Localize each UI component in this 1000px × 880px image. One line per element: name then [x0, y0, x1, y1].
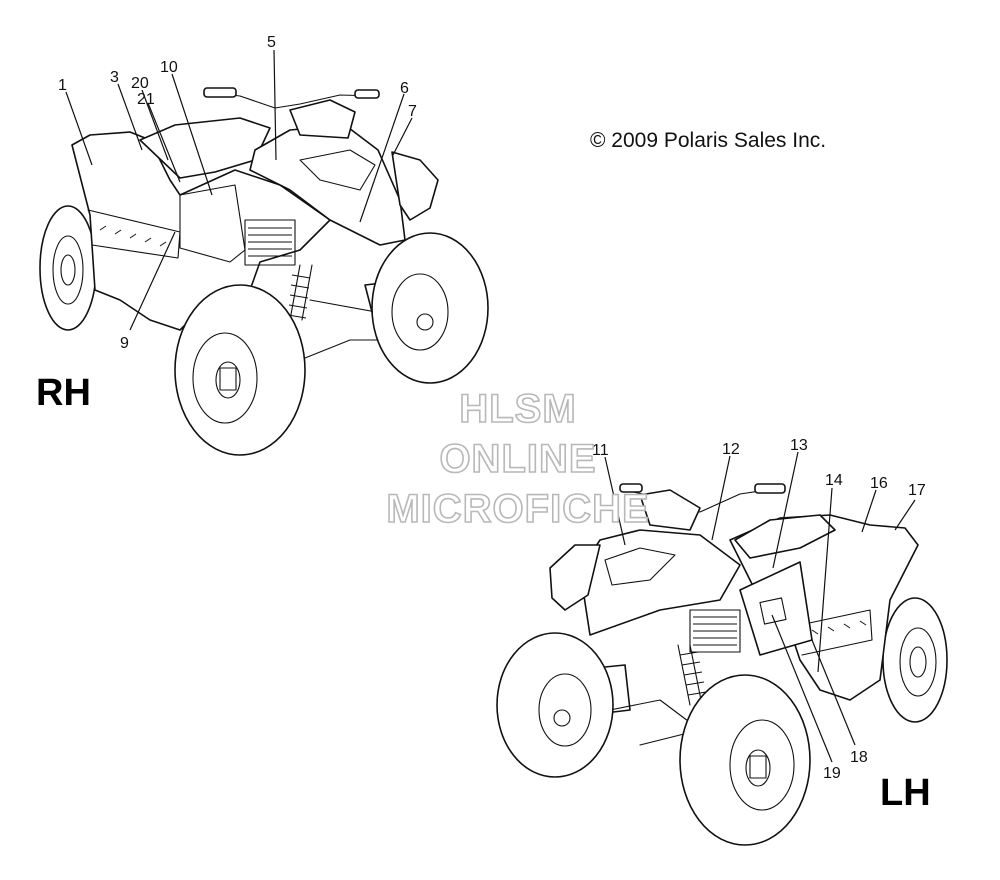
rh-front-right-wheel: [371, 232, 489, 384]
callout-12: 12: [722, 441, 740, 458]
rh-side-panel: [179, 184, 246, 263]
leader-lines: [65, 49, 916, 763]
lh-engine: [689, 609, 741, 653]
lh-seat: [734, 514, 836, 559]
callout-21: 21: [137, 91, 155, 108]
rh-engine: [244, 219, 296, 266]
callout-5: 5: [267, 34, 276, 51]
callout-19: 19: [823, 765, 841, 782]
callout-6: 6: [400, 80, 409, 97]
callout-1: 1: [58, 77, 67, 94]
callout-17: 17: [908, 482, 926, 499]
lh-handlebars: [619, 483, 786, 531]
callout-18: 18: [850, 749, 868, 766]
watermark-line-1: HLSM: [459, 387, 576, 431]
rh-front-left-wheel: [174, 284, 306, 456]
rh-rear-wheel: [39, 205, 97, 331]
callout-3: 3: [110, 69, 119, 86]
callout-10: 10: [160, 59, 178, 76]
watermark-line-3: MICROFICHE: [386, 487, 649, 531]
callout-labels: 1 3 20 21 10 5 6 7 9 11 12 13 14 16 17 1…: [58, 34, 926, 782]
callout-14: 14: [825, 472, 843, 489]
watermark: HLSM ONLINE MICROFICHE: [386, 386, 650, 532]
rh-front-rack: [391, 151, 439, 221]
callout-20: 20: [131, 75, 149, 92]
rh-atv-drawing: [39, 87, 489, 456]
callout-13: 13: [790, 437, 808, 454]
callout-16: 16: [870, 475, 888, 492]
rh-view-label: RH: [36, 372, 91, 414]
lh-front-rack: [549, 544, 601, 611]
rh-handlebars: [203, 87, 380, 139]
lh-front-hood: [579, 529, 741, 636]
watermark-line-2: ONLINE: [439, 437, 596, 481]
callout-11: 11: [592, 442, 609, 459]
lh-view-label: LH: [880, 772, 931, 814]
callout-9: 9: [120, 335, 129, 352]
callout-7: 7: [408, 103, 417, 120]
lh-front-near-wheel: [679, 674, 811, 846]
lh-rear-wheel: [882, 597, 948, 723]
lh-atv-drawing: [496, 483, 948, 846]
lh-front-far-wheel: [496, 632, 614, 778]
copyright-notice: © 2009 Polaris Sales Inc.: [590, 129, 826, 152]
